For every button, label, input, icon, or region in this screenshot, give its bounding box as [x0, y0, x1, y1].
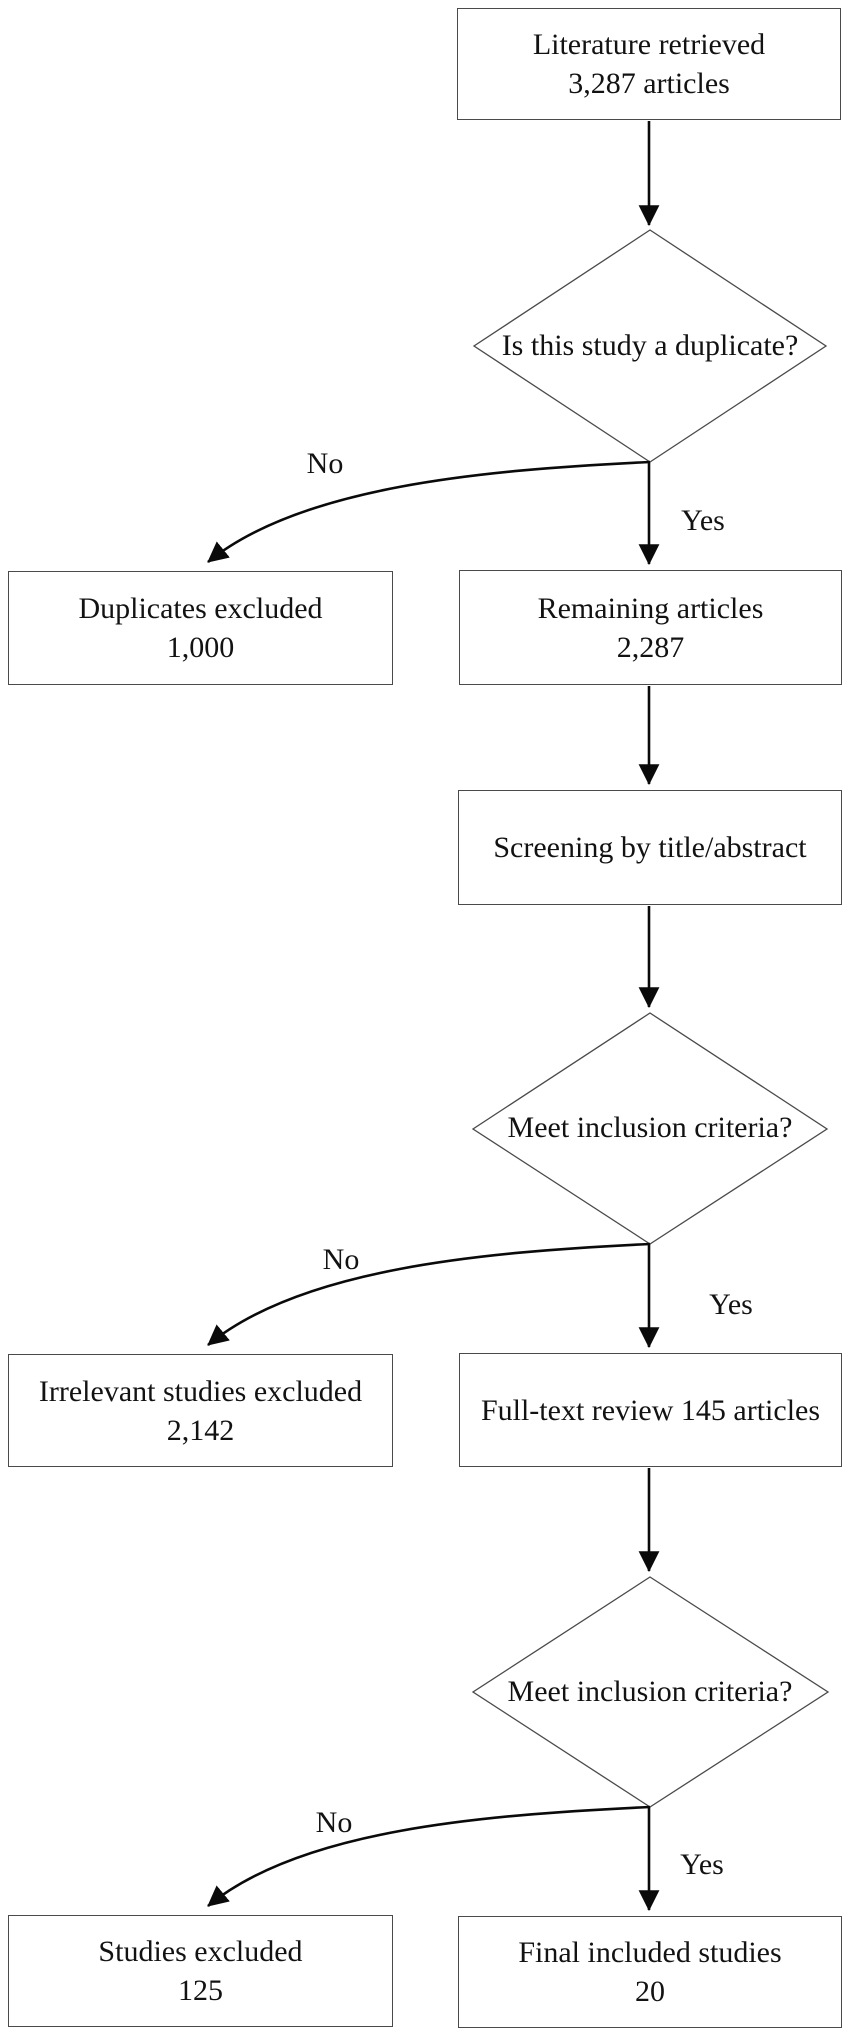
- arrow-no-to-duplicates-excluded: [207, 460, 651, 564]
- edge-label-yes-2: Yes: [709, 1288, 753, 1321]
- box-line: Remaining articles: [537, 591, 764, 625]
- box-literature-retrieved: Literature retrieved 3,287 articles: [457, 8, 841, 120]
- edge-label-yes-1: Yes: [681, 504, 725, 537]
- box-fulltext-review: Full-text review 145 articles: [459, 1353, 842, 1467]
- diamond-label-inclusion-check-1: Meet inclusion criteria?: [507, 1111, 793, 1144]
- box-line: Screening by title/abstract: [493, 831, 807, 864]
- box-line: 3,287 articles: [568, 67, 730, 100]
- box-screening-title-abstract: Screening by title/abstract: [458, 790, 842, 905]
- box-line: 20: [635, 1975, 665, 2008]
- box-duplicates-excluded: Duplicates excluded 1,000: [8, 571, 393, 685]
- box-studies-excluded: Studies excluded 125: [8, 1915, 393, 2027]
- edge-label-no-3: No: [315, 1806, 353, 1839]
- box-line: 125: [178, 1974, 223, 2007]
- edge-label-no-1: No: [306, 447, 344, 480]
- arrow-no-to-irrelevant-excluded: [207, 1242, 651, 1347]
- box-line: Irrelevant studies excluded: [38, 1374, 363, 1408]
- edge-label-no-2: No: [322, 1243, 360, 1276]
- box-final-included-studies: Final included studies 20: [458, 1916, 842, 2028]
- box-line: 2,142: [166, 1413, 235, 1447]
- box-line: 2,287: [616, 630, 685, 664]
- box-irrelevant-studies-excluded: Irrelevant studies excluded 2,142: [8, 1354, 393, 1467]
- box-line: Duplicates excluded: [78, 592, 323, 625]
- box-remaining-articles: Remaining articles 2,287: [459, 570, 842, 685]
- arrow-no-to-studies-excluded: [207, 1805, 651, 1908]
- box-line: Studies excluded: [98, 1935, 303, 1968]
- box-line: 1,000: [166, 631, 235, 664]
- diamond-label-inclusion-check-2: Meet inclusion criteria?: [507, 1675, 793, 1708]
- edge-label-yes-3: Yes: [680, 1848, 724, 1881]
- box-line: Final included studies: [518, 1936, 782, 1969]
- box-line: Literature retrieved: [532, 28, 766, 61]
- diamond-label-duplicate-check: Is this study a duplicate?: [501, 329, 799, 362]
- box-line: Full-text review 145 articles: [480, 1393, 821, 1427]
